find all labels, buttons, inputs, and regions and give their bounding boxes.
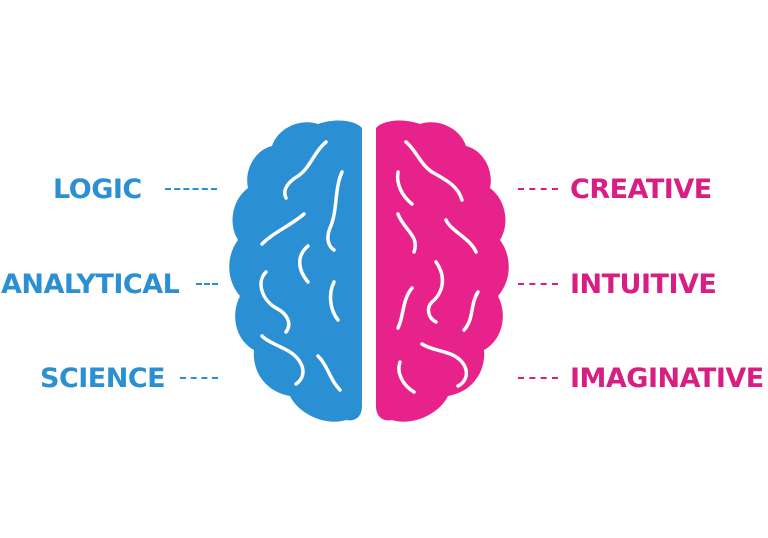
left-hemisphere-folds bbox=[259, 140, 344, 392]
connector-science bbox=[180, 377, 218, 379]
connector-analytical bbox=[196, 283, 218, 285]
connector-creative bbox=[518, 188, 558, 190]
left-hemisphere bbox=[229, 120, 362, 422]
label-logic: LOGIC bbox=[53, 174, 142, 205]
label-science: SCIENCE bbox=[40, 363, 166, 394]
right-hemisphere-folds bbox=[395, 140, 480, 394]
connector-intuitive bbox=[518, 283, 558, 285]
label-creative: CREATIVE bbox=[570, 174, 712, 205]
label-imaginative: IMAGINATIVE bbox=[570, 363, 764, 394]
connector-logic bbox=[165, 188, 217, 190]
connector-imaginative bbox=[518, 377, 558, 379]
label-intuitive: INTUITIVE bbox=[570, 269, 717, 300]
label-analytical: ANALYTICAL bbox=[1, 269, 180, 300]
